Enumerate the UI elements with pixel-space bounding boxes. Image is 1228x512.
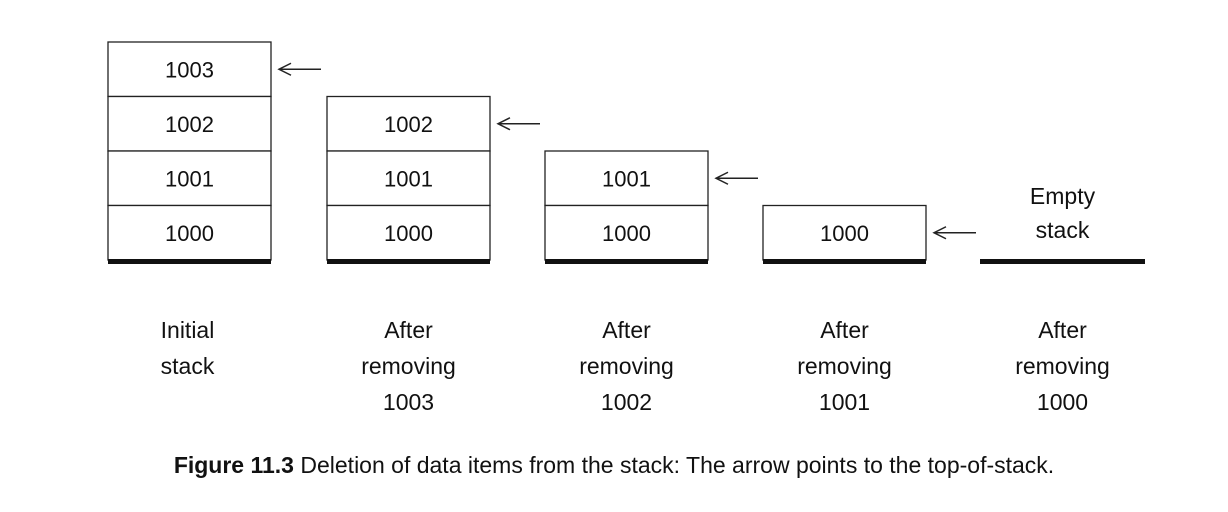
stack-cell [107,150,272,207]
stack-caption-line: removing [579,353,674,379]
stack-cell [544,150,709,207]
stack-base [980,259,1145,264]
arrow-head-icon [932,226,947,240]
stack-item-value: 1001 [165,166,214,191]
stack-caption-line: 1001 [819,389,870,415]
stack-caption-line: 1000 [1037,389,1088,415]
stack-caption-line: Initial [161,317,215,343]
stack-item-value: 1001 [602,166,651,191]
stack-cell [326,95,491,152]
stack-caption-line: stack [161,353,215,379]
stack-cell [107,95,272,152]
arrow-head-icon [277,62,292,76]
empty-stack-label: Empty [1030,183,1096,209]
figure-label: Figure 11.3 [173,452,294,478]
stack-caption-line: removing [797,353,892,379]
stack-cell [107,204,272,261]
stack-caption-line: After [384,317,433,343]
stack-caption-line: 1002 [601,389,652,415]
stack-caption-line: removing [1015,353,1110,379]
stack-caption-line: After [1038,317,1087,343]
figure-caption: Figure 11.3 Deletion of data items from … [0,452,1228,479]
stack-cell [107,41,272,98]
stack-caption-line: 1003 [383,389,434,415]
stack-base [545,259,708,264]
arrow-head-icon [496,117,511,131]
stack-item-value: 1000 [165,221,214,246]
stack-item-value: 1000 [384,221,433,246]
stack-item-value: 1003 [165,57,214,82]
empty-stack-label: stack [1036,217,1090,243]
figure-text: Deletion of data items from the stack: T… [300,452,1055,478]
stack-caption-line: After [820,317,869,343]
stack-base [327,259,490,264]
stack-item-value: 1001 [384,166,433,191]
arrow-head-icon [714,171,729,185]
stack-caption-line: After [602,317,651,343]
stack-caption-line: removing [361,353,456,379]
stack-cell [762,204,927,261]
stack-deletion-diagram: 1003100210011000Initialstack100210011000… [107,41,1145,415]
stack-item-value: 1000 [820,221,869,246]
stack-cell [544,204,709,261]
stack-cell [326,150,491,207]
stack-base [108,259,271,264]
stack-cell [326,204,491,261]
stack-item-value: 1000 [602,221,651,246]
stack-item-value: 1002 [165,112,214,137]
stack-item-value: 1002 [384,112,433,137]
stack-base [763,259,926,264]
